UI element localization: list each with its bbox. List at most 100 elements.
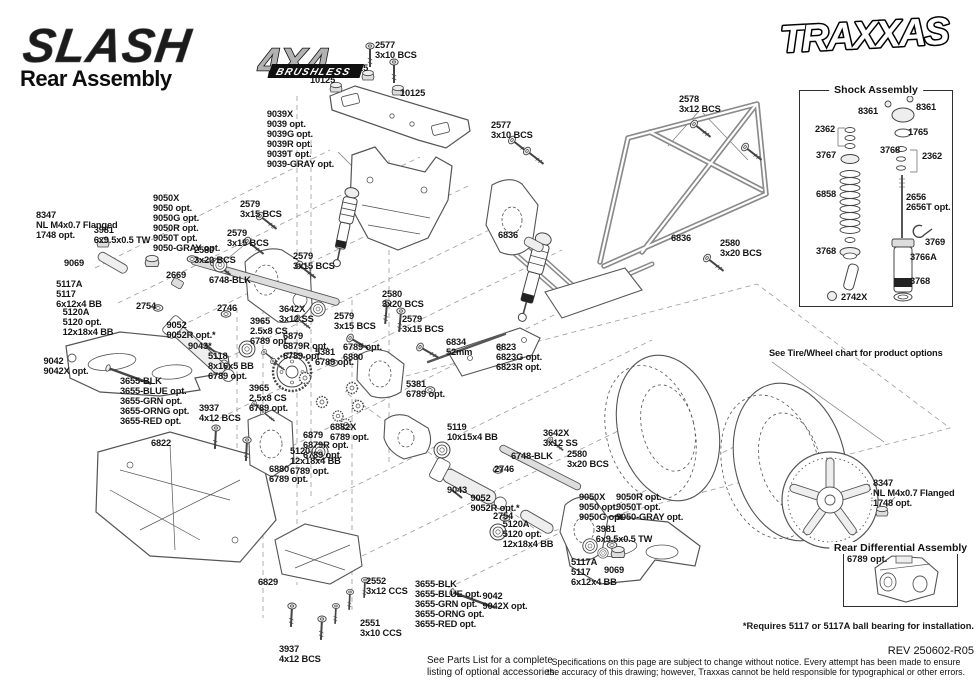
part-label: 3655-BLK 3655-BLUE opt. 3655-GRN opt. 36… (415, 579, 485, 629)
part-label: 3768 (910, 276, 931, 286)
page-title: Rear Assembly (20, 66, 172, 91)
part-label: 2579 3x15 BCS (334, 311, 376, 331)
part-label: 6789 opt. 6880 (343, 342, 382, 362)
part-label: 3642X 3x12 SS (543, 428, 578, 448)
part-label: 6882X 6789 opt. (330, 422, 369, 442)
part-label: 3937 4x12 BCS (279, 644, 321, 664)
part-label: 3965 2.5x8 CS 6789 opt. (250, 316, 289, 346)
body-mount-plate (329, 85, 471, 149)
slash-logo: SLASH 4X4 BRUSHLESS (19, 19, 364, 82)
part-label: 3981 6x9.5x0.5 TW (93, 225, 151, 245)
brushless-badge: BRUSHLESS (267, 64, 364, 78)
part-label: 5117A 5117 6x12x4 BB (571, 557, 617, 587)
diff-housing-upper (356, 349, 405, 399)
part-label: 2746 (494, 464, 515, 474)
part-label: 2580 3x20 BCS (720, 238, 762, 258)
hub-upright-right (485, 179, 544, 256)
disclaimer-text: Specifications on this page are subject … (546, 657, 966, 678)
revision-number: REV 250602-R05 (887, 645, 974, 657)
slash-logo-text: SLASH (20, 19, 195, 73)
part-label: 8361 (916, 102, 937, 112)
wheel (781, 451, 879, 549)
part-label: 2552 3x12 CCS (366, 576, 408, 596)
part-label: 9042 9042X opt. (43, 356, 89, 376)
suspension-pin-6834 (426, 332, 507, 364)
part-label: 9052 9052R opt.* (470, 493, 520, 513)
part-label: 2577 3x10 BCS (491, 120, 533, 140)
part-label: 9052 9052R opt.* (166, 320, 216, 340)
axle-stub-lower (520, 509, 554, 534)
construction-lines (94, 96, 951, 618)
part-label: 5118 8x16x5 BB 6789 opt. (208, 351, 254, 381)
tire-rear-inner (604, 354, 721, 502)
part-label: 3981 6x9.5x0.5 TW (595, 524, 653, 544)
part-label: 2362 (922, 151, 943, 161)
part-label: 5120A 5120 opt. 12x18x4 BB (502, 519, 554, 549)
axle-stub-left (97, 251, 128, 274)
shock-assembly-box-title: Shock Assembly (829, 84, 923, 96)
part-label: 9050R opt. 9050T opt. 9050-GRAY opt. (616, 492, 684, 522)
part-label: 3768 (816, 246, 837, 256)
part-label: 5120 12x18x4 BB 6789 opt. (290, 446, 341, 476)
part-label: 3655-BLK 3655-BLUE opt. 3655-GRN opt. 36… (120, 376, 190, 426)
part-label: 6880 6789 opt. (269, 464, 308, 484)
part-label: 8347 NL M4x0.7 Flanged 1748 opt. (873, 478, 955, 508)
diff-housing-lower (247, 409, 295, 478)
part-label: 2754 (493, 511, 514, 521)
diff-footnote: *Requires 5117 or 5117A ball bearing for… (742, 621, 974, 631)
part-label: 8361 (858, 106, 879, 116)
shock-exploded-left (827, 127, 861, 301)
part-label: 9069 (64, 258, 85, 268)
part-label: 10125 (400, 88, 426, 98)
spider-gears (298, 371, 365, 430)
part-label: 9042 9042X opt. (482, 591, 528, 611)
part-label: 5117A 5117 6x12x4 BB (56, 279, 102, 309)
skid-plate-6829 (274, 523, 363, 585)
part-label: 10125 (310, 75, 336, 85)
part-label: 6823 6823G opt. 6823R opt. (496, 342, 543, 372)
driveshaft-lower (429, 457, 507, 510)
part-label: 2656 2656T opt. (906, 192, 951, 212)
traxxas-logo-text: TRAXXAS (779, 11, 950, 62)
arm-mount-6823 (447, 327, 541, 377)
shock-tower (349, 146, 453, 251)
part-label: 3965 2.5x8 CS 6789 opt. (249, 383, 288, 413)
traxxas-logo: TRAXXAS (778, 9, 952, 63)
part-label: 2754 (136, 301, 157, 311)
rear-diff-box: Rear Differential Assembly 6789 opt. (828, 542, 973, 607)
part-label: 9039X 9039 opt. 9039G opt. 9039R opt. 90… (266, 109, 334, 169)
part-label: See Tire/Wheel chart for product options (769, 348, 943, 358)
part-label: 9050X 9050 opt. 9050G opt. (579, 492, 626, 522)
part-label: 2580 3x20 BCS (567, 449, 609, 469)
part-label: 5381 6789 opt. (406, 379, 445, 399)
part-label: 3766A (910, 252, 937, 262)
part-label: 3769 (925, 237, 946, 247)
part-label: 2577 3x10 BCS (375, 40, 417, 60)
part-label: 2362 (815, 124, 836, 134)
turnbuckle-lower (499, 444, 582, 491)
part-label: 3768 (880, 145, 901, 155)
diff-cup (383, 414, 432, 460)
part-label: 3767 (816, 150, 837, 160)
part-label: 2579 3x15 BCS (227, 228, 269, 248)
driveshaft-upper (162, 315, 235, 382)
part-label: 2578 3x12 BCS (679, 94, 721, 114)
diff-assembled-view (874, 555, 939, 603)
part-label: 9050X 9050 opt. 9050G opt. 9050R opt. 90… (153, 193, 221, 253)
part-label: 2579 3x15 BCS (240, 199, 282, 219)
part-label: 6836 (498, 230, 519, 240)
part-label: 2551 3x10 CCS (360, 618, 402, 638)
part-label: 9043* (188, 341, 212, 351)
part-label: 9069 (604, 565, 625, 575)
parts-list-note: See Parts List for a complete listing of… (427, 655, 558, 678)
rear-diff-box-label: 6789 opt. (847, 554, 888, 564)
part-label: 8347 NL M4x0.7 Flanged 1748 opt. (36, 210, 118, 240)
fasteners (96, 42, 889, 642)
part-label: 1765 (908, 127, 929, 137)
part-label: 2580 3x20 BCS (382, 289, 424, 309)
shock-absorber-right (517, 232, 552, 322)
part-label: 3937 4x12 BCS (199, 403, 241, 423)
part-label: 5381 6789 opt. (315, 347, 354, 367)
part-label: 6822 (151, 438, 172, 448)
